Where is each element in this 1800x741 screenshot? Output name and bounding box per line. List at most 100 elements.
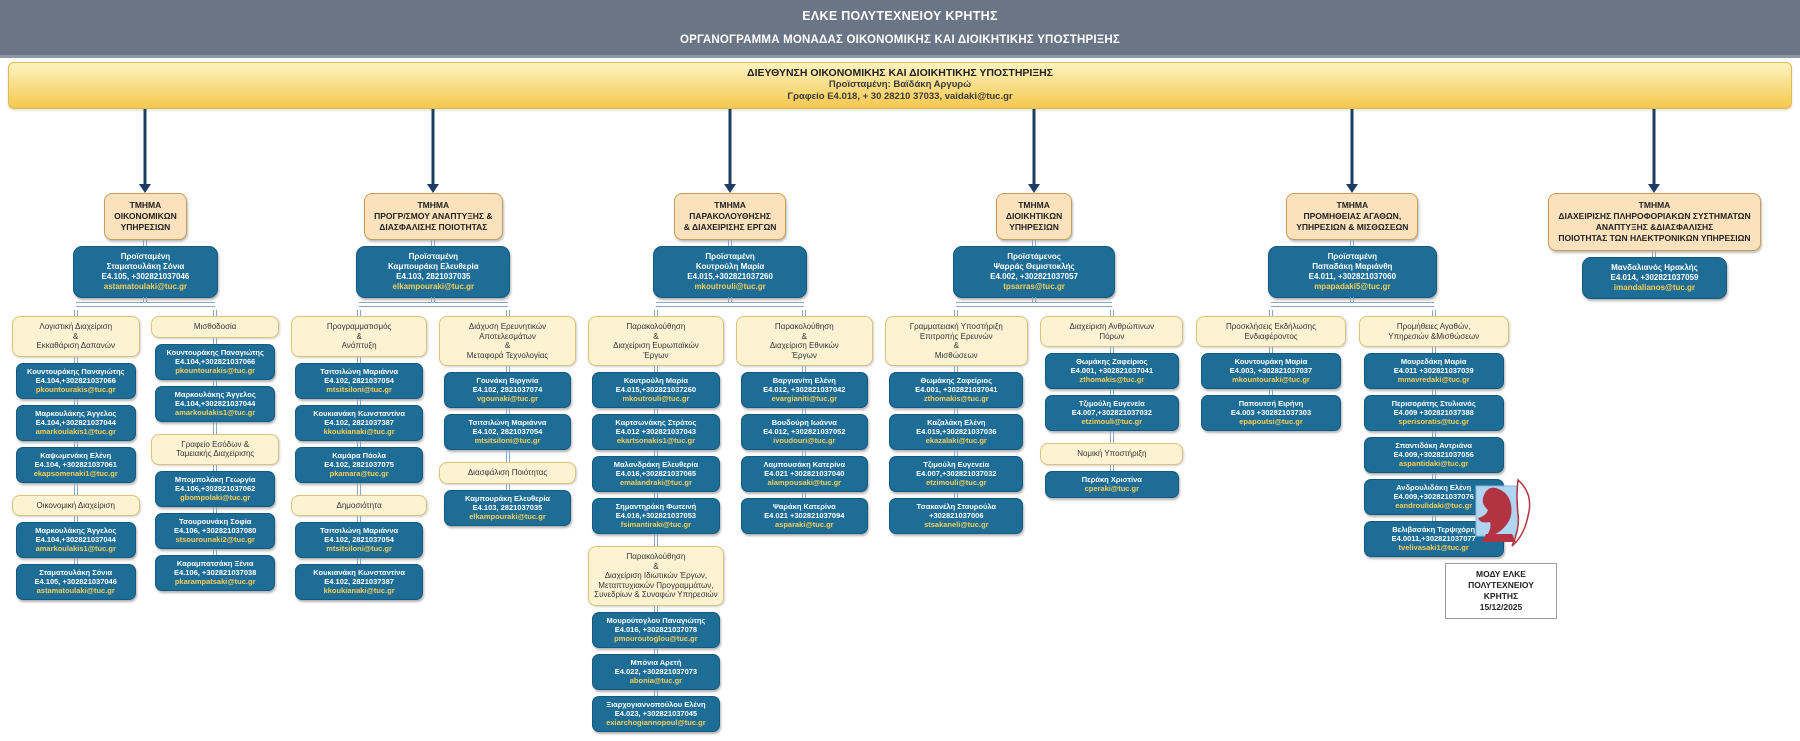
person-text-line: E4.104,+302821037066 (35, 375, 116, 385)
person-text-line: Τσακανέλη Σταυρούλα (916, 502, 997, 511)
person-text-line: Προϊσταμένη (705, 252, 755, 261)
connector-line (143, 240, 148, 246)
department-box: ΤΜΗΜΑ ΠΡΟΓΡ/ΣΜΟΥ ΑΝΑΠΤΥΞΗΣ & ΔΙΑΣΦΑΛΙΣΗΣ… (364, 193, 503, 240)
connector-line (802, 366, 807, 372)
connector-line (1268, 347, 1273, 353)
flow-down-arrow-icon (879, 109, 1190, 193)
connector-line (1350, 240, 1355, 246)
department-column-2: ΤΜΗΜΑ ΠΡΟΓΡ/ΣΜΟΥ ΑΝΑΠΤΥΞΗΣ & ΔΙΑΣΦΑΛΙΣΗΣ… (285, 109, 582, 600)
unit-label-box: Διαχείριση Ανθρώπινων Πόρων (1040, 316, 1184, 347)
person-text-line: E4.016, +302821037078 (614, 624, 698, 634)
tuc-logo-icon (1475, 478, 1531, 547)
person-text-line: E4.105, +302821037046 (101, 272, 190, 281)
connector-line (1431, 473, 1436, 479)
branch-split-connector (879, 298, 1190, 310)
connector-line (213, 506, 218, 513)
direction-banner: ΔΙΕΥΘΥΝΣΗ ΟΙΚΟΝΟΜΙΚΗΣ ΚΑΙ ΔΙΟΙΚΗΤΙΚΗΣ ΥΠ… (8, 62, 1792, 109)
person-text-line: Κουκιανάκη Κωνσταντίνα (313, 408, 405, 418)
person-text-line: +302821037006 (929, 511, 984, 520)
flow-down-arrow-icon (582, 109, 879, 193)
connector-line (73, 558, 78, 564)
person-text-line: Σταματουλάκη Σόνια (39, 568, 113, 577)
connector-line (73, 440, 78, 447)
person-email: mtsitsiloni@tuc.gr (326, 544, 392, 553)
department-column-5: ΤΜΗΜΑ ΠΡΟΜΗΘΕΙΑΣ ΑΓΑΘΩΝ, ΥΠΗΡΕΣΙΩΝ & ΜΙΣ… (1190, 109, 1515, 557)
connector-line (653, 310, 658, 316)
footer-org-line1: ΜΟΔΥ ΕΛΚΕ (1476, 569, 1526, 579)
person-text-line: E4.003, +302821037037 (1229, 366, 1313, 375)
person-email: fsimantiraki@tuc.gr (620, 520, 692, 529)
person-text-line: Ψαρράς Θεμιστοκλής (993, 262, 1075, 271)
connector-line (653, 605, 658, 612)
person-text-line: E4.104, +302821037061 (34, 459, 117, 469)
person-email: pkarampatsaki@tuc.gr (174, 576, 256, 586)
person-text-line: Λαμπουσάκη Κατερίνα (763, 460, 846, 469)
connector-line (357, 356, 362, 363)
person-text-line: Καρτσωνάκης Στράτος (615, 418, 697, 427)
connector-line (73, 356, 78, 363)
person-text-line: Μανδαλιανός Ηρακλής (1611, 263, 1698, 272)
connector-line (954, 492, 959, 498)
person-email: tpsarras@tuc.gr (1003, 282, 1065, 291)
person-email: ekapsomenaki1@tuc.gr (33, 468, 118, 478)
person-text-line: E4.102, 2821037054 (324, 375, 394, 385)
connector-line (357, 516, 362, 522)
person-text-line: Μαρκουλάκης Άγγελος (35, 408, 117, 418)
person-email: eandroulidaki@tuc.gr (1395, 501, 1473, 510)
connector-line (653, 647, 658, 654)
connector-line (213, 421, 218, 428)
connector-line (653, 540, 658, 546)
person-text-line: Βελιβασάκη Τερψιχόρη (1392, 525, 1476, 534)
person-text-line: E4.106,+302821037062 (175, 483, 256, 493)
footer-stamp: ΜΟΔΥ ΕΛΚΕ ΠΟΛΥΤΕΧΝΕΙΟΥ ΚΡΗΤΗΣ 15/12/2025 (1445, 476, 1557, 619)
connector-line (505, 408, 510, 414)
person-text-line: Ψαράκη Κατερίνα (772, 502, 836, 511)
flow-down-arrow-icon (1515, 109, 1794, 193)
title-bar: ΕΛΚΕ ΠΟΛΥΤΕΧΝΕΙΟΥ ΚΡΗΤΗΣ ΟΡΓΑΝΟΓΡΑΜΜΑ ΜΟ… (0, 0, 1800, 58)
person-email: ekartsonakis1@tuc.gr (616, 436, 695, 445)
person-email: exiarchogiannopoul@tuc.gr (606, 717, 706, 727)
branch-subcolumn: Παρακολούθηση & Διαχείριση Ευρωπαϊκών Έρ… (582, 310, 730, 732)
person-text-line: E4.009,+302821037076 (1393, 492, 1474, 501)
person-text-line: E4.102, 2821037054 (324, 535, 394, 544)
unit-label-box: Παρακολούθηση & Διαχείριση Ιδιωτικών Έργ… (587, 546, 725, 606)
connector-line (213, 427, 218, 434)
arrow-head-icon (139, 184, 152, 193)
person-email: abonia@tuc.gr (629, 675, 683, 685)
connector-line (505, 456, 510, 462)
connector-line (357, 310, 362, 316)
unit-label-box: Νομική Υποστήριξη (1040, 443, 1184, 465)
connector-line (73, 516, 78, 522)
person-text-line: E4.007,+302821037032 (1071, 408, 1152, 417)
person-email: mtsitsiloni@tuc.gr (474, 436, 541, 445)
person-email: stsourounaki2@tuc.gr (175, 534, 255, 544)
unit-label-box: Δημοσιότητα (290, 494, 428, 516)
connector-line (357, 398, 362, 405)
arrow-head-icon (1346, 184, 1359, 193)
person-text-line: E4.012, +302821037042 (763, 385, 846, 394)
branch-subcolumn: Διάχυση Ερευνητικών Αποτελεσμάτων & Μετα… (433, 310, 581, 526)
person-text-line: Προϊσταμένη (408, 252, 459, 261)
connector-line (73, 398, 78, 405)
footer-caption: ΜΟΔΥ ΕΛΚΕ ΠΟΛΥΤΕΧΝΕΙΟΥ ΚΡΗΤΗΣ 15/12/2025 (1445, 563, 1557, 619)
person-email: zthomakis@tuc.gr (923, 394, 989, 403)
connector-line (505, 310, 510, 316)
person-email: elkampouraki@tuc.gr (392, 282, 475, 291)
branch-subcolumn: Γραμματειακή Υποστήριξη Επιτροπής Ερευνώ… (879, 310, 1035, 534)
person-email: mpapadaki5@tuc.gr (1314, 282, 1391, 291)
connector-line (1268, 310, 1273, 316)
connector-line (73, 482, 78, 489)
arrow-line (1350, 109, 1354, 186)
connector-line (213, 464, 218, 471)
